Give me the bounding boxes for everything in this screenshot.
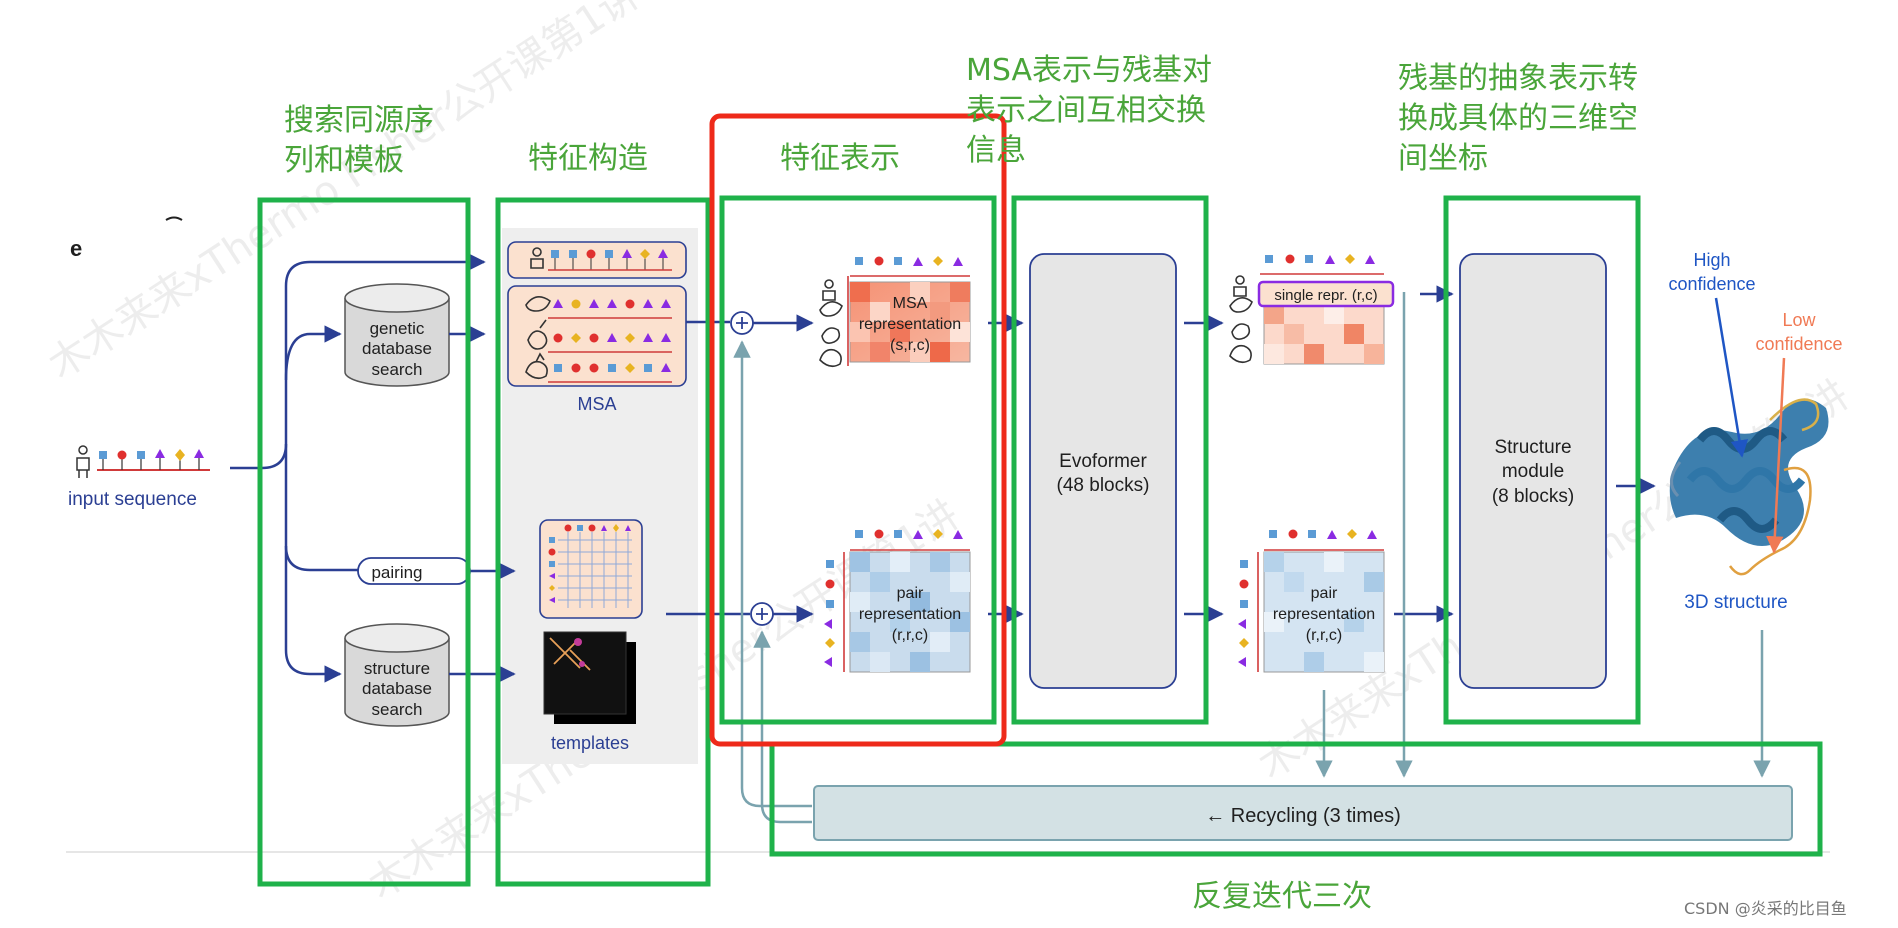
structure-database-icon bbox=[344, 623, 450, 727]
template-contact-map bbox=[549, 637, 591, 671]
pair-repr-out-row-marks bbox=[1238, 560, 1249, 667]
msa-repr-line2: representation bbox=[859, 316, 961, 333]
msa-representation-species bbox=[819, 279, 843, 368]
evoformer-block bbox=[1029, 253, 1177, 689]
annotation-structure-line3: 间坐标 bbox=[1398, 141, 1488, 176]
single-repr-label: single repr. (r,c) bbox=[1274, 287, 1377, 304]
msa-query-box bbox=[507, 241, 687, 279]
msa-species-icons bbox=[525, 247, 551, 380]
recycling-lines bbox=[733, 292, 1771, 824]
protein-3d-structure bbox=[1669, 398, 1829, 576]
msa-repr-line1: MSA bbox=[893, 295, 928, 312]
low-confidence-line1: Low bbox=[1782, 310, 1816, 330]
annotation-search-line1: 搜索同源序 bbox=[284, 103, 434, 138]
structure-db-line2: database bbox=[362, 679, 432, 698]
single-repr-species bbox=[1229, 275, 1253, 364]
annotation-boxes bbox=[257, 195, 1823, 887]
highlight-red-box bbox=[709, 113, 1007, 747]
msa-residue-marks bbox=[548, 249, 672, 383]
evoformer-line2: (48 blocks) bbox=[1057, 475, 1150, 496]
pair-feature-grid bbox=[558, 532, 632, 608]
input-sequence-label: input sequence bbox=[68, 489, 197, 510]
msa-label: MSA bbox=[577, 394, 616, 414]
annotation-msa-pair-line2: 表示之间互相交换 bbox=[966, 93, 1206, 128]
genetic-db-line3: search bbox=[371, 360, 422, 379]
genetic-database-icon bbox=[344, 283, 450, 387]
pair-repr-row-marks bbox=[824, 560, 835, 667]
genetic-db-line2: database bbox=[362, 339, 432, 358]
msa-repr-col-marks bbox=[850, 256, 970, 277]
annotation-feature-construction: 特征构造 bbox=[528, 141, 648, 176]
box-homolog-search bbox=[257, 197, 471, 887]
pair-repr-out-line1: pair bbox=[1311, 585, 1338, 602]
pair-feature-marks bbox=[548, 524, 631, 603]
pair-repr-col-marks bbox=[850, 529, 970, 551]
box-structure-module bbox=[1443, 195, 1641, 725]
box-feature-construction bbox=[495, 197, 711, 887]
annotation-search-line2: 列和模板 bbox=[284, 143, 404, 178]
annotation-msa-pair-line1: MSA表示与残基对 bbox=[966, 53, 1212, 88]
pair-repr-line2: representation bbox=[859, 606, 961, 623]
box-evoformer bbox=[1011, 195, 1209, 725]
low-confidence-line2: confidence bbox=[1755, 334, 1842, 354]
annotation-structure-line1: 残基的抽象表示转 bbox=[1398, 61, 1638, 96]
panel-letter: e bbox=[70, 236, 82, 261]
msa-repr-line3: (s,r,c) bbox=[890, 337, 930, 354]
box-recycling bbox=[769, 741, 1823, 857]
pair-feature-box bbox=[539, 519, 643, 619]
templates-label: templates bbox=[551, 733, 629, 753]
msa-representation-heatmap bbox=[849, 281, 971, 363]
pairing-label: pairing bbox=[371, 563, 422, 582]
annotation-feature-representation: 特征表示 bbox=[780, 141, 900, 176]
single-repr-label-box bbox=[1257, 280, 1395, 308]
annotation-structure-line2: 换成具体的三维空 bbox=[1398, 101, 1638, 136]
pair-repr-out-heatmap bbox=[1263, 551, 1385, 673]
pair-repr-out-line2: representation bbox=[1273, 606, 1375, 623]
annotation-msa-pair-line3: 信息 bbox=[966, 133, 1026, 168]
pair-repr-line1: pair bbox=[897, 585, 924, 602]
high-confidence-line2: confidence bbox=[1668, 274, 1755, 294]
3d-structure-label: 3D structure bbox=[1684, 592, 1787, 613]
footer-credit: CSDN @炎采的比目鱼 bbox=[1684, 899, 1847, 918]
structure-module-line1: Structure bbox=[1494, 437, 1571, 458]
pair-repr-out-line3: (r,r,c) bbox=[1306, 627, 1342, 644]
structure-module-block bbox=[1459, 253, 1607, 689]
structure-module-line3: (8 blocks) bbox=[1492, 486, 1574, 507]
pair-repr-out-col-marks bbox=[1264, 529, 1384, 551]
structure-module-line2: module bbox=[1502, 461, 1564, 482]
single-repr-col-marks bbox=[1260, 254, 1384, 275]
recycling-bar bbox=[813, 785, 1793, 841]
evoformer-line1: Evoformer bbox=[1059, 451, 1147, 472]
input-sequence bbox=[76, 445, 210, 478]
annotation-recycling: 反复迭代三次 bbox=[1192, 879, 1372, 914]
input-branch-lines bbox=[230, 253, 486, 683]
structure-db-line3: search bbox=[371, 700, 422, 719]
genetic-db-line1: genetic bbox=[370, 319, 425, 338]
pair-repr-line3: (r,r,c) bbox=[892, 627, 928, 644]
structure-db-line1: structure bbox=[364, 659, 430, 678]
recycling-label: ← Recycling (3 times) bbox=[1205, 805, 1401, 827]
high-confidence-line1: High bbox=[1693, 250, 1730, 270]
pair-representation-heatmap bbox=[849, 551, 971, 673]
box-feature-representation bbox=[719, 195, 997, 725]
